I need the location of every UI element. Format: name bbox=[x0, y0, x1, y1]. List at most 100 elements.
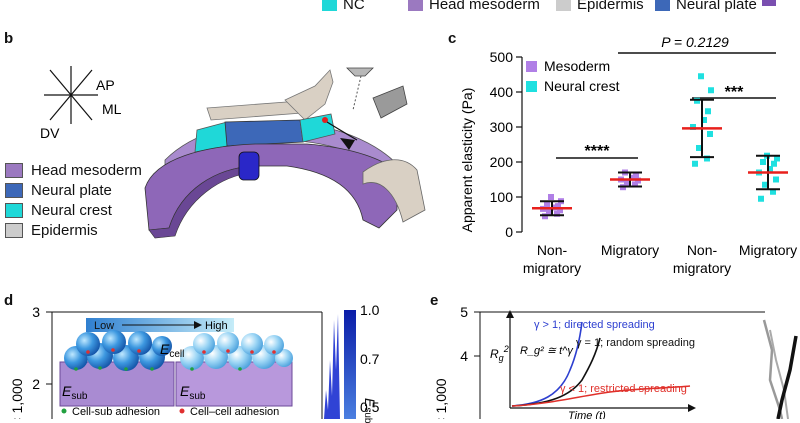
data-point bbox=[542, 213, 548, 220]
legend-dot-cell-sub bbox=[61, 408, 67, 414]
data-point bbox=[624, 180, 630, 186]
colorbar bbox=[344, 310, 356, 419]
spreading-inset: Rg2 R_g² ≅ t^γ γ > 1; directed spreading… bbox=[490, 310, 696, 419]
inset-ylabel: Rg2 bbox=[490, 344, 509, 363]
data-point bbox=[708, 87, 714, 94]
data-point bbox=[762, 181, 768, 188]
embryo-illustration bbox=[144, 67, 426, 239]
data-point bbox=[633, 173, 639, 179]
cells-soft bbox=[180, 332, 293, 370]
axis-label-dv: DV bbox=[40, 125, 60, 141]
cell bbox=[275, 349, 293, 367]
data-point bbox=[705, 108, 711, 115]
formula: R_g² ≅ t^γ bbox=[520, 345, 574, 357]
swatch-legend-neural-crest bbox=[5, 202, 23, 218]
x-tick-3-line-0: Migratory bbox=[739, 242, 797, 258]
cell bbox=[128, 331, 152, 355]
gradient-low-label: Low bbox=[94, 320, 114, 332]
gradient-high-label: High bbox=[205, 320, 228, 332]
data-point bbox=[555, 203, 561, 210]
axis-label-ml: ML bbox=[102, 101, 122, 117]
top-legend-item-neural-plate: Neural plate bbox=[655, 0, 757, 13]
x-tick-2-line-1: migratory bbox=[673, 260, 731, 276]
y-tick-label: 200 bbox=[490, 154, 514, 170]
arrow-curve bbox=[326, 121, 358, 141]
afm-beam bbox=[352, 75, 362, 111]
y-tick-label: 300 bbox=[490, 119, 514, 135]
x-tick-0-line-0: Non- bbox=[537, 242, 568, 258]
significance-brackets: P = 0.2129 *** **** bbox=[556, 34, 776, 160]
data-point bbox=[696, 145, 702, 151]
data-point bbox=[694, 97, 700, 104]
x-tick-labels: Non- migratory Migratory Non- migratory … bbox=[523, 242, 797, 276]
y-axis-label: Apparent elasticity (Pa) bbox=[459, 88, 475, 233]
data-point bbox=[767, 166, 773, 172]
legend-item-epidermis: Epidermis bbox=[5, 220, 142, 240]
e-traces bbox=[762, 319, 798, 419]
curve-restricted bbox=[511, 385, 691, 407]
cell-sub-adhesion-dots bbox=[74, 366, 242, 371]
data-point bbox=[692, 160, 698, 167]
e-y-axis-label: × 1,000 bbox=[433, 378, 449, 419]
data-point bbox=[629, 174, 635, 181]
elasticity-chart: Apparent elasticity (Pa) 010020030040050… bbox=[459, 34, 797, 276]
data-point bbox=[760, 159, 766, 165]
inset-x-arrow bbox=[688, 404, 696, 412]
top-legend-item-epidermis: Epidermis bbox=[556, 0, 644, 13]
cells-stiff bbox=[64, 330, 172, 371]
legend-swatch-mesoderm bbox=[526, 61, 537, 72]
x-tick-1-line-0: Migratory bbox=[601, 242, 659, 258]
legend-item-neural-plate: Neural plate bbox=[5, 180, 142, 200]
swatch-epidermis bbox=[556, 0, 571, 11]
panel-e-label: e bbox=[430, 292, 439, 309]
data-point bbox=[557, 207, 563, 214]
e-cell-label: Ecell bbox=[160, 341, 184, 360]
sig-2-text: *** bbox=[725, 84, 744, 101]
time-label: Time (t) bbox=[568, 410, 606, 419]
probe-point bbox=[322, 117, 328, 123]
random-label: γ = 1; random spreading bbox=[576, 337, 695, 349]
data-point bbox=[701, 117, 707, 123]
cell bbox=[102, 330, 126, 354]
afm-head bbox=[346, 67, 374, 77]
cell bbox=[241, 333, 263, 355]
epidermis-right bbox=[362, 159, 426, 223]
data-point bbox=[554, 210, 560, 217]
panel-b-label: b bbox=[4, 30, 14, 47]
data-point bbox=[546, 208, 552, 215]
top-legend: NC Head mesoderm Epidermis Neural plate bbox=[0, 0, 800, 14]
notochord bbox=[238, 151, 260, 181]
sig-1-text: **** bbox=[585, 143, 611, 160]
directed-label: γ > 1; directed spreading bbox=[534, 319, 655, 331]
data-point bbox=[698, 73, 704, 80]
x-tick-0-line-1: migratory bbox=[523, 260, 581, 276]
data-point bbox=[773, 176, 779, 183]
data-point bbox=[690, 124, 696, 130]
colorbar-label: Esub bbox=[362, 398, 378, 423]
cutoff-purple-block bbox=[762, 0, 776, 6]
y-tick-label: 500 bbox=[490, 49, 514, 65]
data-point bbox=[544, 201, 550, 207]
swatch-neural-plate bbox=[655, 0, 670, 11]
swatch-legend-epidermis bbox=[5, 222, 23, 238]
restricted-label: γ < 1; restricted spreading bbox=[560, 383, 687, 395]
data-point bbox=[632, 181, 638, 188]
top-legend-item-nc: NC bbox=[322, 0, 365, 13]
chart-marks bbox=[532, 73, 788, 220]
gradient-arrow-head bbox=[194, 321, 202, 329]
panel-d-label: d bbox=[4, 292, 14, 309]
arrow-head bbox=[340, 138, 355, 150]
colorbar-tick-050: 0.50 bbox=[360, 399, 380, 415]
panel-e: × 1,000 5 4 Rg2 R_g² ≅ t^γ γ > 1; direct… bbox=[433, 304, 798, 419]
y-tick-label: 100 bbox=[490, 189, 514, 205]
e-sub-label-right: Esub bbox=[180, 383, 206, 402]
colorbar-tick-075: 0.75 bbox=[360, 351, 380, 367]
d-y-axis-label: × 1,000 bbox=[9, 378, 25, 419]
cell bbox=[264, 335, 284, 355]
y-tick-label: 0 bbox=[505, 224, 513, 240]
swatch-head-mesoderm bbox=[408, 0, 423, 11]
data-point bbox=[771, 160, 777, 167]
data-point bbox=[707, 131, 713, 137]
cell bbox=[217, 332, 239, 354]
